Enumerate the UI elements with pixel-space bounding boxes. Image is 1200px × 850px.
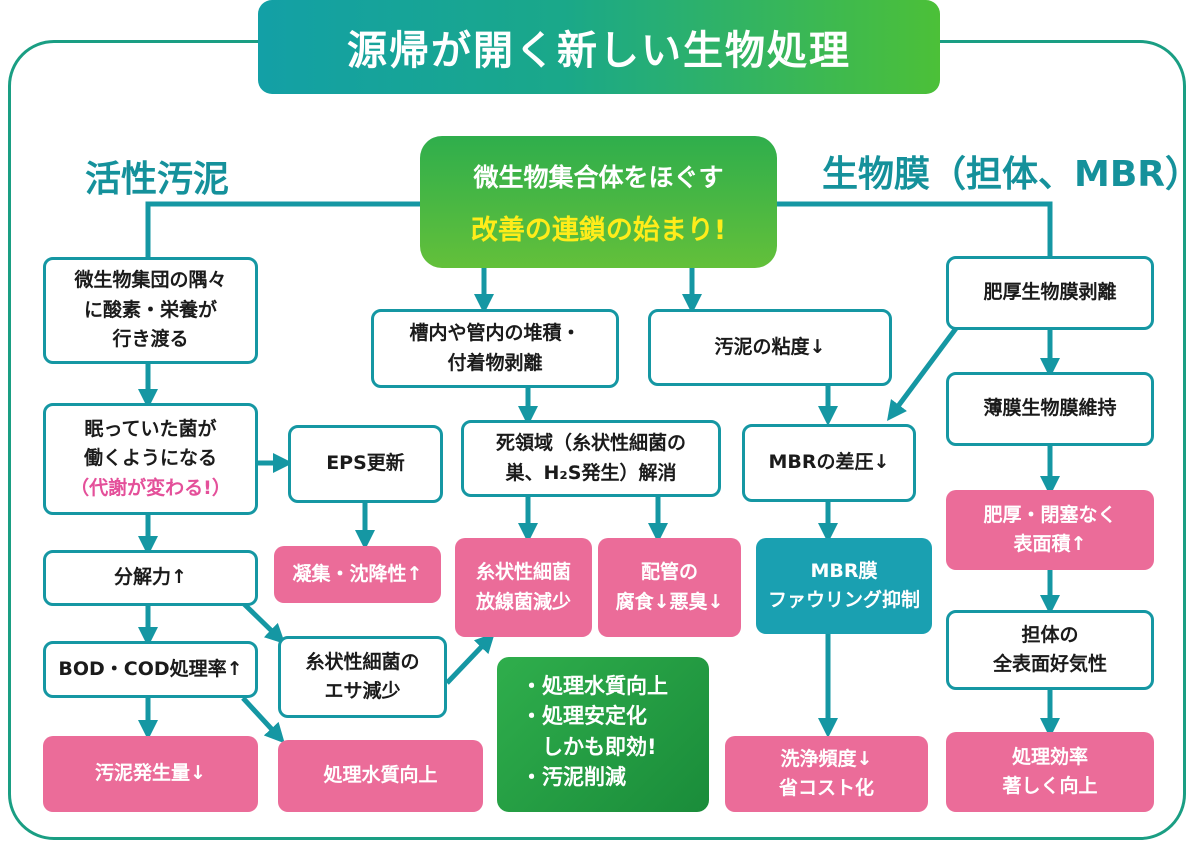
page-title: 源帰が開く新しい生物処理 <box>347 28 851 74</box>
center-line2: 改善の連鎖の始まり! <box>470 214 727 246</box>
box-pipe-corrosion: 配管の 腐食↓悪臭↓ <box>598 538 741 637</box>
box-thick-biofilm-peel: 肥厚生物膜剥離 <box>946 256 1154 330</box>
box-thin-biofilm: 薄膜生物膜維持 <box>946 372 1154 446</box>
box-carrier-aerobic: 担体の 全表面好気性 <box>946 610 1154 690</box>
box-deposit-peel: 槽内や管内の堆積・ 付着物剥離 <box>371 309 619 388</box>
heading-biofilm: 生物膜（担体、MBR） <box>822 154 1200 195</box>
summary-box: ・処理水質向上 ・処理安定化 しかも即効! ・汚泥削減 <box>497 657 709 812</box>
summary-item: しかも即効! <box>521 734 657 759</box>
box-decomposition: 分解力↑ <box>43 550 258 606</box>
box-surface-area: 肥厚・閉塞なく 表面積↑ <box>946 490 1154 570</box>
summary-item: ・処理水質向上 <box>521 674 668 698</box>
summary-item: ・処理安定化 <box>521 704 647 729</box>
box-efficiency: 処理効率 著しく向上 <box>946 732 1154 812</box>
center-line1: 微生物集合体をほぐす <box>473 162 724 192</box>
box-dormant-bacteria: 眠っていた菌が 働くようになる （代謝が変わる!） <box>43 403 258 515</box>
box-eps-update: EPS更新 <box>288 425 443 503</box>
box-filament-reduction: 糸状性細菌 放線菌減少 <box>455 538 592 637</box>
box-oxygen-nutrients: 微生物集団の隅々 に酸素・栄養が 行き渡る <box>43 257 258 364</box>
box-water-quality: 処理水質向上 <box>278 740 483 812</box>
box-mbr-pressure: MBRの差圧↓ <box>742 424 916 502</box>
box-filament-feed: 糸状性細菌の エサ減少 <box>278 636 447 718</box>
box-sludge-generation: 汚泥発生量↓ <box>43 736 258 812</box>
heading-activated-sludge: 活性汚泥 <box>85 159 230 200</box>
center-start-box: 微生物集合体をほぐす 改善の連鎖の始まり! <box>420 136 777 268</box>
box-mbr-fouling: MBR膜 ファウリング抑制 <box>756 538 932 634</box>
box-cleaning-cost: 洗浄頻度↓ 省コスト化 <box>725 736 928 812</box>
box-dormant-bacteria-main: 眠っていた菌が 働くようになる <box>83 417 217 470</box>
box-bod-cod: BOD・COD処理率↑ <box>43 641 258 698</box>
title-banner: 源帰が開く新しい生物処理 <box>258 0 940 94</box>
box-dormant-bacteria-sub: （代謝が変わる!） <box>70 476 231 499</box>
box-agglomeration: 凝集・沈降性↑ <box>274 546 441 603</box>
box-viscosity: 汚泥の粘度↓ <box>648 309 892 386</box>
box-dead-zone: 死領域（糸状性細菌の 巣、H₂S発生）解消 <box>461 420 721 497</box>
summary-item: ・汚泥削減 <box>521 765 626 790</box>
